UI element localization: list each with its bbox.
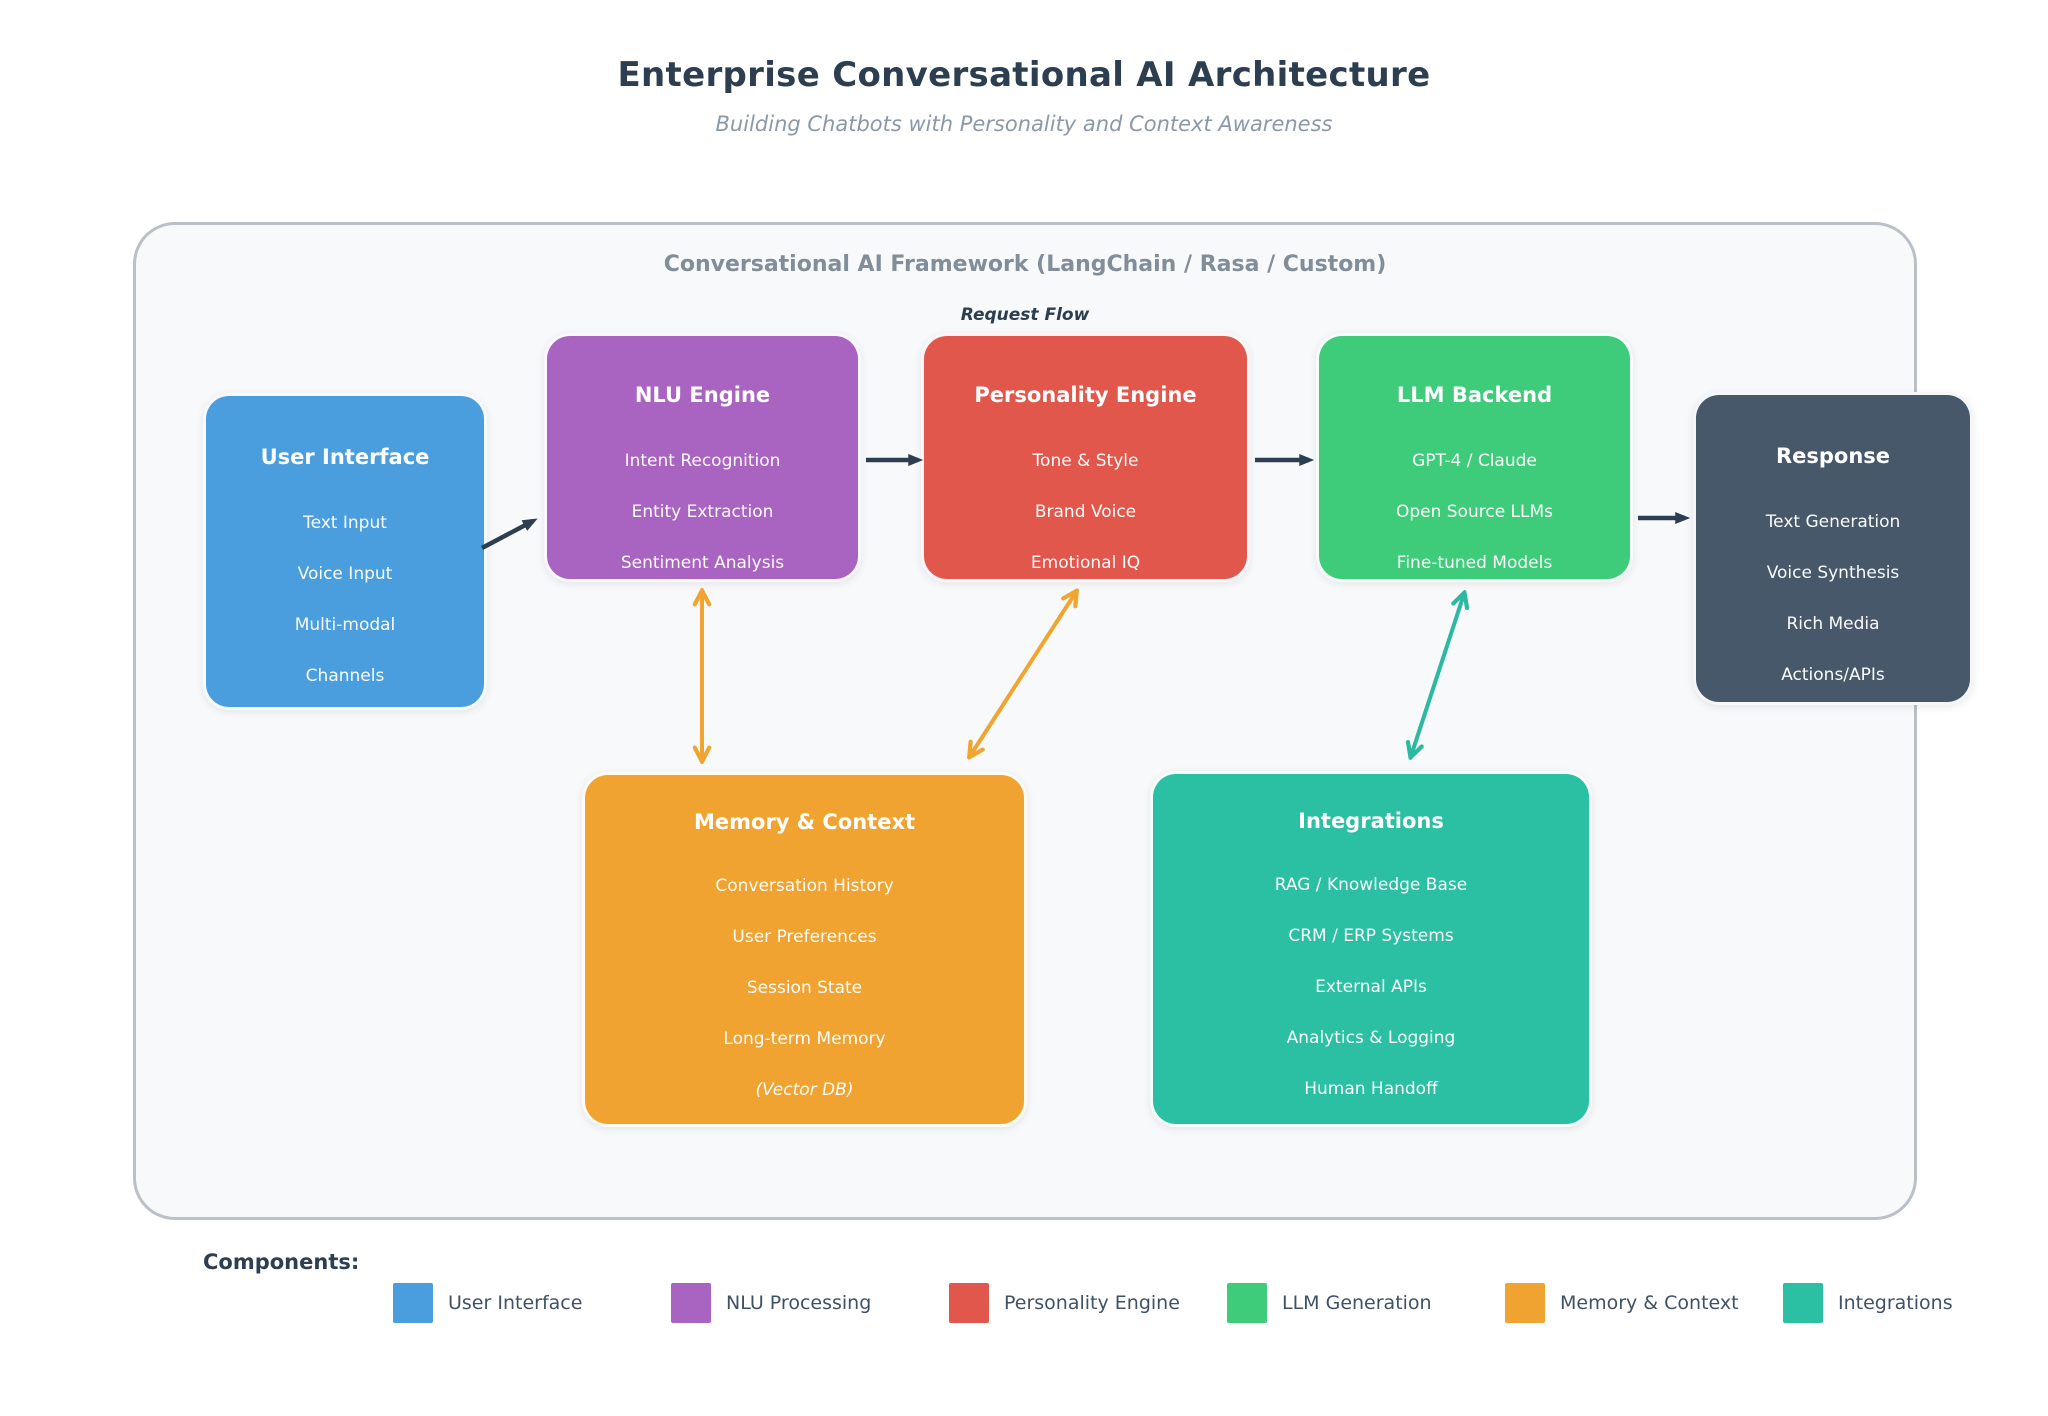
legend-item-label: LLM Generation xyxy=(1282,1292,1432,1314)
box-item: GPT-4 / Claude xyxy=(1412,451,1537,471)
legend-item-label: Personality Engine xyxy=(1004,1292,1180,1314)
legend-item-integrations: Integrations xyxy=(1783,1283,1953,1323)
box-item: Fine-tuned Models xyxy=(1396,553,1553,573)
box-item: Sentiment Analysis xyxy=(620,553,785,573)
box-title: User Interface xyxy=(260,445,430,469)
legend-item-personality-engine: Personality Engine xyxy=(949,1283,1180,1323)
box-item: Actions/APIs xyxy=(1781,665,1885,685)
box-item: Conversation History xyxy=(715,876,894,896)
legend-swatch xyxy=(671,1283,711,1323)
box-title: Integrations xyxy=(1298,809,1444,833)
box-item: Voice Synthesis xyxy=(1766,563,1900,583)
box-item: Rich Media xyxy=(1786,614,1880,634)
box-item: CRM / ERP Systems xyxy=(1288,926,1454,946)
box-title: Personality Engine xyxy=(974,383,1197,407)
box-item: Long-term Memory xyxy=(723,1029,886,1049)
legend-swatch xyxy=(949,1283,989,1323)
box-user-interface: User Interface Text Input Voice Input Mu… xyxy=(203,393,487,710)
legend-item-memory-context: Memory & Context xyxy=(1505,1283,1739,1323)
framework-label: Conversational AI Framework (LangChain /… xyxy=(663,252,1387,277)
legend-swatch xyxy=(1505,1283,1545,1323)
box-response: Response Text Generation Voice Synthesis… xyxy=(1693,392,1973,705)
legend-swatch xyxy=(393,1283,433,1323)
box-item: Analytics & Logging xyxy=(1286,1028,1456,1048)
box-item: Text Generation xyxy=(1765,512,1901,532)
request-flow-label: Request Flow xyxy=(960,305,1090,325)
box-item: Channels xyxy=(305,666,385,686)
box-nlu-engine: NLU Engine Intent Recognition Entity Ext… xyxy=(544,333,861,582)
box-item: Brand Voice xyxy=(1034,502,1137,522)
box-llm-backend: LLM Backend GPT-4 / Claude Open Source L… xyxy=(1316,333,1633,582)
box-title: LLM Backend xyxy=(1396,383,1553,407)
box-integrations: Integrations RAG / Knowledge Base CRM / … xyxy=(1150,771,1592,1127)
legend-item-label: Memory & Context xyxy=(1560,1292,1739,1314)
box-title: Response xyxy=(1775,444,1891,468)
legend-item-label: NLU Processing xyxy=(726,1292,872,1314)
legend-item-nlu-processing: NLU Processing xyxy=(671,1283,871,1323)
box-item: Human Handoff xyxy=(1304,1079,1438,1099)
box-personality-engine: Personality Engine Tone & Style Brand Vo… xyxy=(921,333,1250,582)
legend-item-llm-generation: LLM Generation xyxy=(1227,1283,1432,1323)
box-title: NLU Engine xyxy=(634,383,771,407)
page-subtitle: Building Chatbots with Personality and C… xyxy=(715,112,1333,136)
box-title: Memory & Context xyxy=(693,810,916,834)
legend-item-user-interface: User Interface xyxy=(393,1283,582,1323)
box-item: Tone & Style xyxy=(1032,451,1139,471)
legend-swatch xyxy=(1783,1283,1823,1323)
legend-swatch xyxy=(1227,1283,1267,1323)
legend-item-label: Integrations xyxy=(1838,1292,1953,1314)
legend-item-label: User Interface xyxy=(448,1292,583,1314)
box-item: Entity Extraction xyxy=(631,502,774,522)
box-item: User Preferences xyxy=(732,927,877,947)
box-memory-context: Memory & Context Conversation History Us… xyxy=(582,772,1027,1127)
box-item: Session State xyxy=(746,978,863,998)
box-item: Multi-modal xyxy=(294,615,396,635)
page-title: Enterprise Conversational AI Architectur… xyxy=(617,55,1431,95)
legend-title: Components: xyxy=(203,1250,360,1274)
box-item: External APIs xyxy=(1315,977,1427,997)
box-item: Intent Recognition xyxy=(624,451,781,471)
box-item: Text Input xyxy=(303,513,387,533)
box-item: (Vector DB) xyxy=(755,1080,854,1100)
box-item: Emotional IQ xyxy=(1030,553,1141,573)
box-item: Open Source LLMs xyxy=(1395,502,1554,522)
box-item: Voice Input xyxy=(297,564,393,584)
box-item: RAG / Knowledge Base xyxy=(1274,875,1468,895)
